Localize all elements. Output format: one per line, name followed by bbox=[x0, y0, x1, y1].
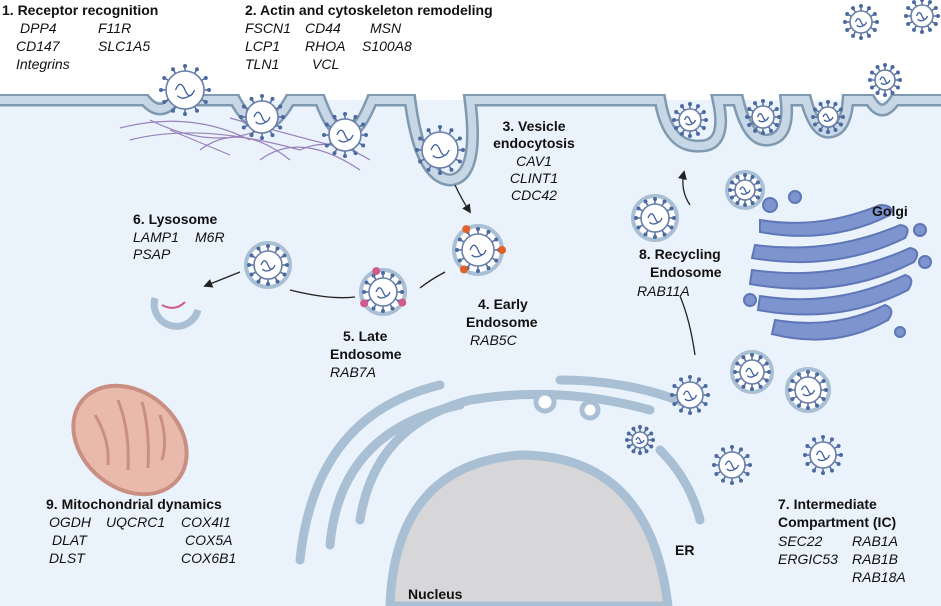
late-title-1: 5. Late bbox=[343, 328, 388, 344]
gene-lcp1: LCP1 bbox=[245, 38, 281, 54]
gene-rhoa: RHOA bbox=[305, 38, 346, 54]
arrow-recycling-to-membrane bbox=[677, 170, 691, 206]
golgi-label: Golgi bbox=[872, 203, 908, 219]
virus-ic-1 bbox=[670, 375, 710, 415]
ic-title-2: Compartment (IC) bbox=[778, 514, 897, 530]
gene-tln1: TLN1 bbox=[245, 56, 280, 72]
recycling-title-2: Endosome bbox=[650, 264, 722, 280]
gene-fscn1: FSCN1 bbox=[245, 20, 291, 36]
gene-slc1a5: SLC1A5 bbox=[98, 38, 151, 54]
gene-clint1: CLINT1 bbox=[509, 170, 559, 186]
gene-uqcrc1: UQCRC1 bbox=[106, 514, 166, 530]
gene-cox6b1: COX6B1 bbox=[181, 550, 237, 566]
receptor-title: 1. Receptor recognition bbox=[2, 2, 159, 18]
gene-cd44: CD44 bbox=[305, 20, 341, 36]
gene-integrins: Integrins bbox=[16, 56, 70, 72]
er-label: ER bbox=[675, 542, 695, 558]
virus-free-1 bbox=[843, 4, 879, 40]
er-vesicles bbox=[533, 390, 601, 421]
virus-layer bbox=[159, 0, 940, 485]
virus-recycling-exit-2 bbox=[745, 99, 781, 135]
actin-filaments bbox=[119, 117, 371, 171]
gene-rab11a: RAB11A bbox=[637, 283, 690, 299]
transport-arrows bbox=[203, 170, 696, 356]
gene-rab5c: RAB5C bbox=[470, 332, 517, 348]
virus-ic-2 bbox=[712, 445, 752, 485]
gene-m6r: M6R bbox=[195, 229, 225, 245]
gene-psap: PSAP bbox=[133, 246, 171, 262]
lysosome-title: 6. Lysosome bbox=[133, 211, 218, 227]
mito-title: 9. Mitochondrial dynamics bbox=[46, 496, 222, 512]
virus-invaginating-2 bbox=[322, 112, 368, 158]
gene-dlat: DLAT bbox=[52, 532, 87, 548]
virus-cytoplasm-1 bbox=[730, 350, 774, 394]
gene-lamp1: LAMP1 bbox=[133, 229, 179, 245]
gene-cd147: CD147 bbox=[16, 38, 60, 54]
gene-sec22: SEC22 bbox=[778, 533, 823, 549]
gene-s100a8: S100A8 bbox=[362, 38, 412, 54]
endocytosis-title-2: endocytosis bbox=[493, 135, 575, 151]
recycling-title-1: 8. Recycling bbox=[639, 246, 721, 262]
arrow-ic-to-recycling bbox=[679, 295, 696, 356]
nucleus-label: Nucleus bbox=[408, 586, 463, 602]
nucleus bbox=[385, 450, 673, 606]
arrow-endocytosis-to-early bbox=[454, 184, 472, 214]
virus-early-endosome bbox=[452, 224, 506, 276]
virus-free-2 bbox=[904, 0, 940, 34]
mitochondrion bbox=[71, 383, 189, 497]
endocytosis-title-1: 3. Vesicle bbox=[502, 118, 566, 134]
virus-near-golgi bbox=[725, 170, 765, 210]
gene-cdc42: CDC42 bbox=[511, 187, 557, 203]
gene-cav1: CAV1 bbox=[516, 153, 552, 169]
gene-ergic53: ERGIC53 bbox=[778, 551, 838, 567]
gene-cox5a: COX5A bbox=[185, 532, 233, 548]
golgi-apparatus bbox=[743, 190, 932, 341]
virus-recycling-endosome bbox=[631, 194, 679, 242]
virus-cytoplasm-2 bbox=[785, 367, 831, 413]
gene-ogdh: OGDH bbox=[49, 514, 91, 530]
virus-late-endosome bbox=[359, 267, 407, 316]
gene-rab1a: RAB1A bbox=[852, 533, 898, 549]
gene-rab7a: RAB7A bbox=[330, 364, 376, 380]
virus-ic-3 bbox=[803, 435, 843, 475]
virus-er-bud bbox=[625, 425, 655, 455]
gene-rab18a: RAB18A bbox=[852, 569, 906, 585]
gene-rab1b: RAB1B bbox=[852, 551, 898, 567]
virus-recycling-exit-3 bbox=[811, 100, 845, 134]
early-title-1: 4. Early bbox=[478, 296, 528, 312]
arrow-early-to-late bbox=[419, 271, 446, 289]
virus-invaginating-1 bbox=[239, 94, 285, 140]
virus-to-lysosome bbox=[244, 241, 292, 289]
actin-title: 2. Actin and cytoskeleton remodeling bbox=[245, 2, 493, 18]
gene-dpp4: DPP4 bbox=[20, 20, 57, 36]
gene-cox4i1: COX4I1 bbox=[181, 514, 231, 530]
arrow-late-to-lysosome-path bbox=[289, 289, 356, 299]
lysosome bbox=[150, 297, 202, 330]
virus-free-3 bbox=[868, 63, 902, 97]
arrow-to-lysosome bbox=[203, 271, 241, 288]
endoplasmic-reticulum bbox=[295, 375, 705, 565]
virus-recycling-exit-1 bbox=[672, 102, 708, 138]
gene-dlst: DLST bbox=[49, 550, 85, 566]
virus-invaginating-3 bbox=[415, 125, 465, 175]
ic-title-1: 7. Intermediate bbox=[778, 496, 877, 512]
virus-attaching bbox=[159, 64, 211, 116]
gene-vcl: VCL bbox=[312, 56, 340, 72]
late-title-2: Endosome bbox=[330, 346, 402, 362]
gene-msn: MSN bbox=[370, 20, 402, 36]
early-title-2: Endosome bbox=[466, 314, 538, 330]
gene-f11r: F11R bbox=[98, 20, 132, 36]
